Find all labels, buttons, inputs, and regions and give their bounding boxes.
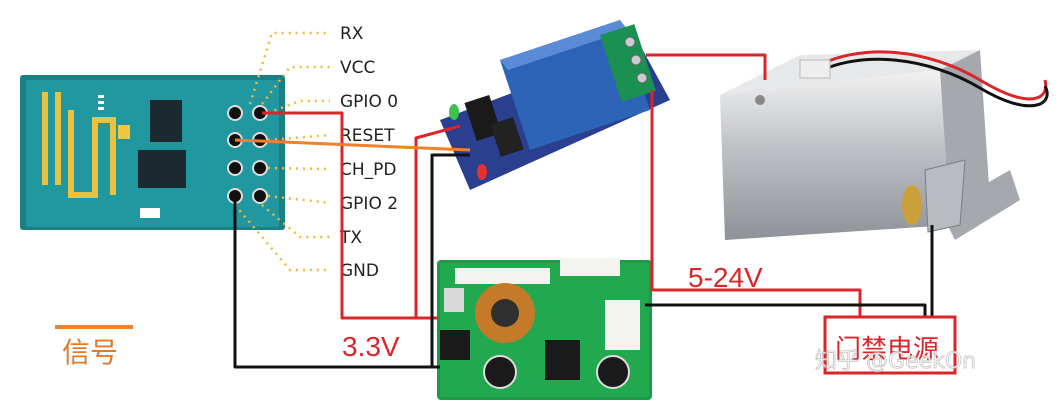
pin-label-gpio0: GPIO 0 [340,92,398,112]
signal-label: 信号 [62,336,118,369]
watermark: 知乎 @GeekOn [815,349,976,374]
pin-labels: RX VCC GPIO 0 RESET CH_PD GPIO 2 TX GND [339,24,398,281]
buck-converter [437,258,652,400]
pin-label-reset: RESET [340,126,395,146]
relay-module [440,20,670,190]
power-supply-box: 门禁电源 [823,315,957,375]
wires [233,53,934,369]
signal-legend-swatch [55,325,133,329]
voltage-5-24v-label: 5-24V [688,262,763,293]
pin-label-vcc: VCC [340,58,375,78]
power-label: 门禁电源 [835,335,939,365]
pin-leaders [234,31,331,272]
pin-label-tx: TX [339,228,362,248]
solenoid-lock [720,50,1049,240]
pin-label-gpio2: GPIO 2 [340,194,398,214]
signal-legend: 信号 [55,325,133,369]
voltage-3v3-label: 3.3V [342,331,400,362]
pin-label-rx: RX [340,24,364,44]
pin-label-ch-pd: CH_PD [340,160,397,180]
esp01-module [20,75,285,230]
pin-label-gnd: GND [340,261,379,281]
